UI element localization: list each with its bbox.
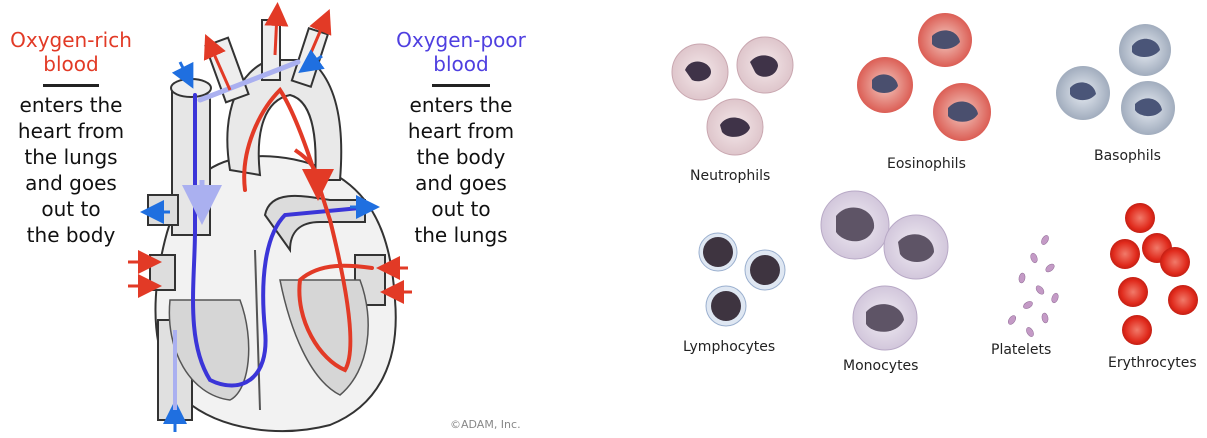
heart-illustration: [0, 0, 545, 438]
platelets-label: Platelets: [991, 342, 1051, 358]
basophil-cells: [1056, 24, 1175, 135]
eosinophils-label: Eosinophils: [887, 156, 966, 172]
erythrocytes-label: Erythrocytes: [1108, 355, 1197, 371]
basophils-label: Basophils: [1094, 148, 1161, 164]
neutrophils-label: Neutrophils: [690, 168, 770, 184]
copyright-notice: ©ADAM, Inc.: [450, 418, 521, 431]
blood-cells-panel: Neutrophils Eosinophils Basophils Lympho…: [600, 0, 1207, 438]
eosinophil-cells: [857, 13, 991, 141]
neutrophil-cells: [672, 37, 793, 155]
lymphocyte-cells: [699, 233, 785, 326]
lymphocytes-label: Lymphocytes: [683, 339, 775, 355]
heart-diagram-panel: Oxygen-rich blood enters the heart from …: [0, 0, 545, 438]
monocyte-cells: [821, 191, 948, 350]
monocytes-label: Monocytes: [843, 358, 918, 374]
platelets: [1007, 234, 1060, 338]
erythrocyte-cells: [1110, 203, 1198, 345]
